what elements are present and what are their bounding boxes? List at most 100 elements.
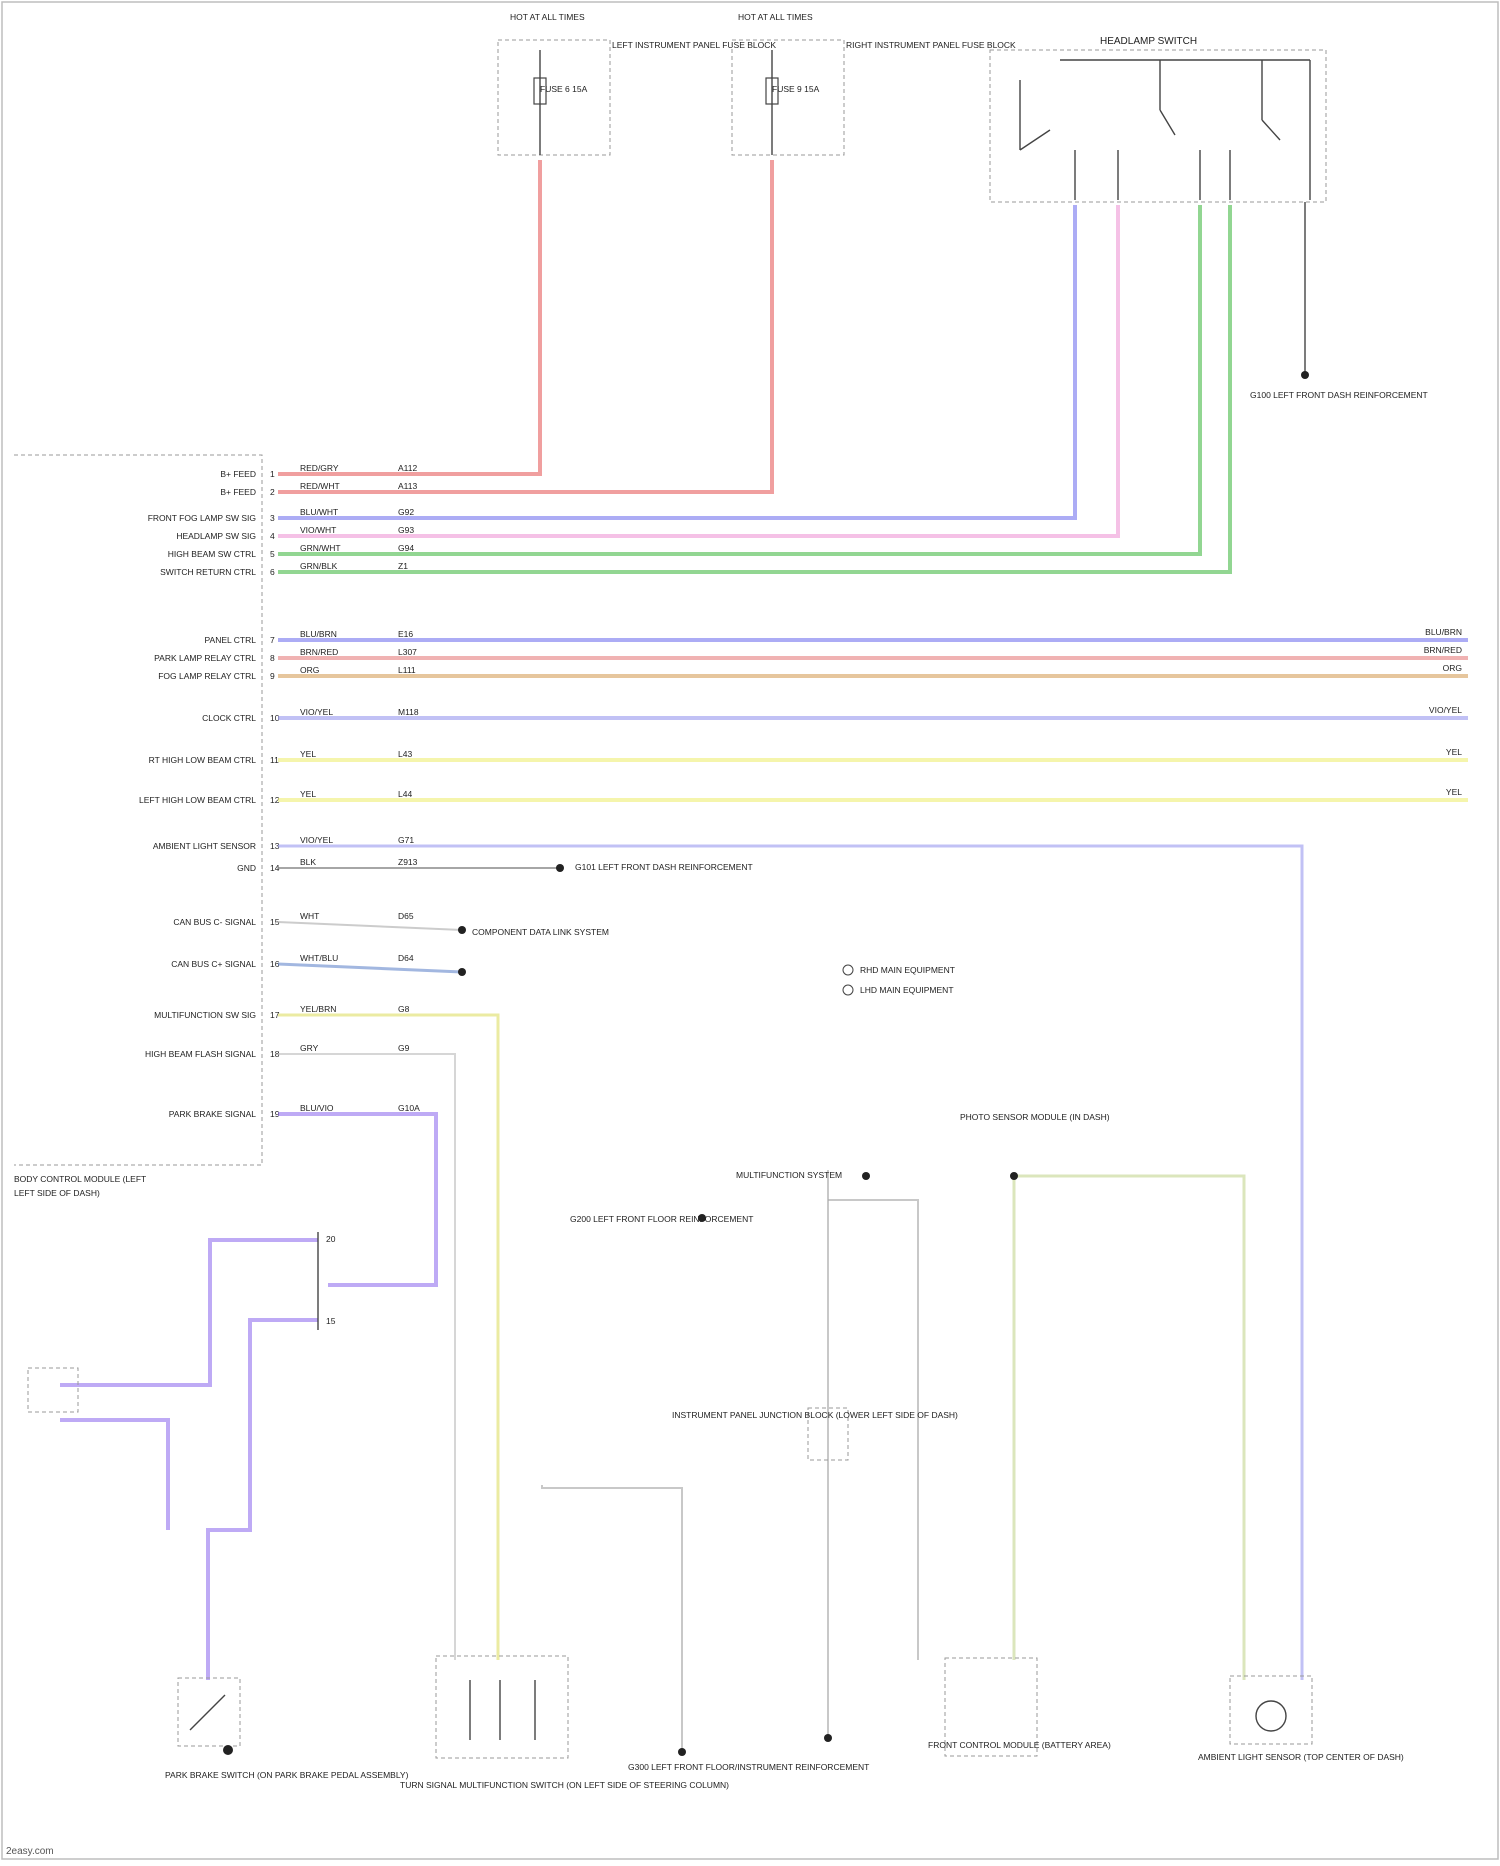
module-pin-number: 4 xyxy=(270,531,275,541)
module-pin-circuit: G93 xyxy=(398,525,414,535)
wire-park-brake xyxy=(278,1114,436,1285)
module-pin-number: 5 xyxy=(270,549,275,559)
module-pin-circuit: A112 xyxy=(398,463,417,473)
module-pin-wire: BLU/BRN xyxy=(300,629,337,639)
module-pin-circuit: L43 xyxy=(398,749,412,759)
module-pin-label: CAN BUS C- SIGNAL xyxy=(173,917,256,927)
wire-ctrl-c xyxy=(542,1485,682,1752)
wire-park-brake-d xyxy=(60,1420,168,1530)
module-pin-circuit: G8 xyxy=(398,1004,410,1014)
module-pin-5: HIGH BEAM SW CTRL 5 GRN/WHT G94 xyxy=(168,543,415,559)
wire-flash xyxy=(278,1054,455,1660)
module-pin-number: 2 xyxy=(270,487,275,497)
park-brake-switch: PARK BRAKE SWITCH (ON PARK BRAKE PEDAL A… xyxy=(165,1678,409,1780)
module-name-line2: LEFT SIDE OF DASH) xyxy=(14,1188,100,1198)
module-pin-wire: GRY xyxy=(300,1043,319,1053)
module-pin-number: 9 xyxy=(270,671,275,681)
ambient-sensor-label: AMBIENT LIGHT SENSOR (TOP CENTER OF DASH… xyxy=(1198,1752,1404,1762)
right-end-label: YEL xyxy=(1446,747,1462,757)
module-pin-label: PANEL CTRL xyxy=(205,635,257,645)
module-pin-wire: VIO/YEL xyxy=(300,707,333,717)
module-pin-label: FOG LAMP RELAY CTRL xyxy=(158,671,256,681)
module-pin-14: GND14BLKZ913 xyxy=(237,857,418,873)
module-pin-wire: YEL xyxy=(300,749,316,759)
module-pin-label: B+ FEED xyxy=(220,487,256,497)
ground-label-3: G200 LEFT FRONT FLOOR REINFORCEMENT xyxy=(570,1214,753,1224)
wire-park-brake-c xyxy=(208,1320,318,1680)
module-pin-wire: BLK xyxy=(300,857,316,867)
wire-b-feed-1 xyxy=(278,160,540,474)
front-control-module: FRONT CONTROL MODULE (BATTERY AREA) xyxy=(928,1658,1111,1756)
module-pin-8: PARK LAMP RELAY CTRL 8 BRN/RED L307 xyxy=(154,647,417,663)
canbus-label: COMPONENT DATA LINK SYSTEM xyxy=(472,927,609,937)
module-pin-7: PANEL CTRL7BLU/BRNE16 xyxy=(205,629,414,645)
fuse-block-left: HOT AT ALL TIMES FUSE 6 15A LEFT INSTRUM… xyxy=(498,12,776,155)
multifunction-system: MULTIFUNCTION SYSTEM xyxy=(736,1170,870,1180)
module-pin-wire: ORG xyxy=(300,665,319,675)
module-pin-label: MULTIFUNCTION SW SIG xyxy=(154,1010,256,1020)
module-pin-number: 8 xyxy=(270,653,275,663)
module-pin-label: HIGH BEAM FLASH SIGNAL xyxy=(145,1049,256,1059)
module-pin-wire: BLU/WHT xyxy=(300,507,338,517)
module-pin-label: FRONT FOG LAMP SW SIG xyxy=(148,513,256,523)
module-pin-label: PARK BRAKE SIGNAL xyxy=(169,1109,257,1119)
module-pin-label: GND xyxy=(237,863,256,873)
right-end-label: YEL xyxy=(1446,787,1462,797)
canbus-connector: COMPONENT DATA LINK SYSTEM xyxy=(458,926,609,976)
headlamp-switch: HEADLAMP SWITCH xyxy=(990,36,1326,202)
module-pin-label: HEADLAMP SW SIG xyxy=(176,531,256,541)
ground-g300: G300 LEFT FRONT FLOOR/INSTRUMENT REINFOR… xyxy=(628,1734,869,1772)
module-pin-circuit: G10A xyxy=(398,1103,420,1113)
module-pin-circuit: G9 xyxy=(398,1043,410,1053)
module-pin-label: SWITCH RETURN CTRL xyxy=(160,567,256,577)
gnd-pin-ground: G101 LEFT FRONT DASH REINFORCEMENT xyxy=(556,862,753,872)
module-pin-circuit: D64 xyxy=(398,953,414,963)
fuse-block-right-title: HOT AT ALL TIMES xyxy=(738,12,813,22)
module-pin-circuit: L307 xyxy=(398,647,417,657)
photo-sensor-label: PHOTO SENSOR MODULE (IN DASH) xyxy=(960,1112,1110,1122)
module-pin-circuit: G71 xyxy=(398,835,414,845)
module-pin-circuit: Z1 xyxy=(398,561,408,571)
legend-line2: LHD MAIN EQUIPMENT xyxy=(860,985,954,995)
module-pin-wire: VIO/YEL xyxy=(300,835,333,845)
module-pin-2: B+ FEED 2 RED/WHT A113 xyxy=(220,481,417,497)
module-pin-4: HEADLAMP SW SIG 4 VIO/WHT G93 xyxy=(176,525,414,541)
ground-label-2: G300 LEFT FRONT FLOOR/INSTRUMENT REINFOR… xyxy=(628,1762,869,1772)
module-pin-wire: VIO/WHT xyxy=(300,525,336,535)
module-pin-circuit: A113 xyxy=(398,481,417,491)
module-pin-circuit: M118 xyxy=(398,707,419,717)
module-pin-wire: BRN/RED xyxy=(300,647,338,657)
module-pin-wire: GRN/WHT xyxy=(300,543,341,553)
module-pin-label: CAN BUS C+ SIGNAL xyxy=(171,959,256,969)
headlamp-switch-title: HEADLAMP SWITCH xyxy=(1100,36,1197,47)
module-pin-17: MULTIFUNCTION SW SIG17YEL/BRNG8 xyxy=(154,1004,409,1020)
multifunction-label: TURN SIGNAL MULTIFUNCTION SWITCH (ON LEF… xyxy=(400,1780,729,1790)
module-pin-18: HIGH BEAM FLASH SIGNAL18GRYG9 xyxy=(145,1043,410,1059)
module-pin-circuit: G94 xyxy=(398,543,414,553)
legend-line1: RHD MAIN EQUIPMENT xyxy=(860,965,955,975)
wire-photo-sensor-b xyxy=(1014,1176,1244,1680)
module-pin-number: 6 xyxy=(270,567,275,577)
fuse-block-left-fuse: FUSE 6 15A xyxy=(540,84,588,94)
module-pin-label: HIGH BEAM SW CTRL xyxy=(168,549,257,559)
module-pin-label: PARK LAMP RELAY CTRL xyxy=(154,653,256,663)
footer-watermark: 2easy.com xyxy=(6,1846,54,1857)
wire-b-feed-2 xyxy=(278,160,772,492)
ground-label-1: G101 LEFT FRONT DASH REINFORCEMENT xyxy=(575,862,753,872)
module-name-line1: BODY CONTROL MODULE (LEFT xyxy=(14,1174,146,1184)
wire-park-brake-b xyxy=(60,1240,318,1385)
ground-g200: G200 LEFT FRONT FLOOR REINFORCEMENT xyxy=(570,1214,753,1224)
module-pin-wire: WHT/BLU xyxy=(300,953,338,963)
module-pin-circuit: D65 xyxy=(398,911,414,921)
module-pin-wire: YEL xyxy=(300,789,316,799)
fuse-block-left-title: HOT AT ALL TIMES xyxy=(510,12,585,22)
wire-canbus-plus xyxy=(278,964,462,972)
module-pin-wire: RED/WHT xyxy=(300,481,340,491)
fuse-block-right: HOT AT ALL TIMES FUSE 9 15A RIGHT INSTRU… xyxy=(732,12,1016,155)
module-pin-wire: YEL/BRN xyxy=(300,1004,336,1014)
